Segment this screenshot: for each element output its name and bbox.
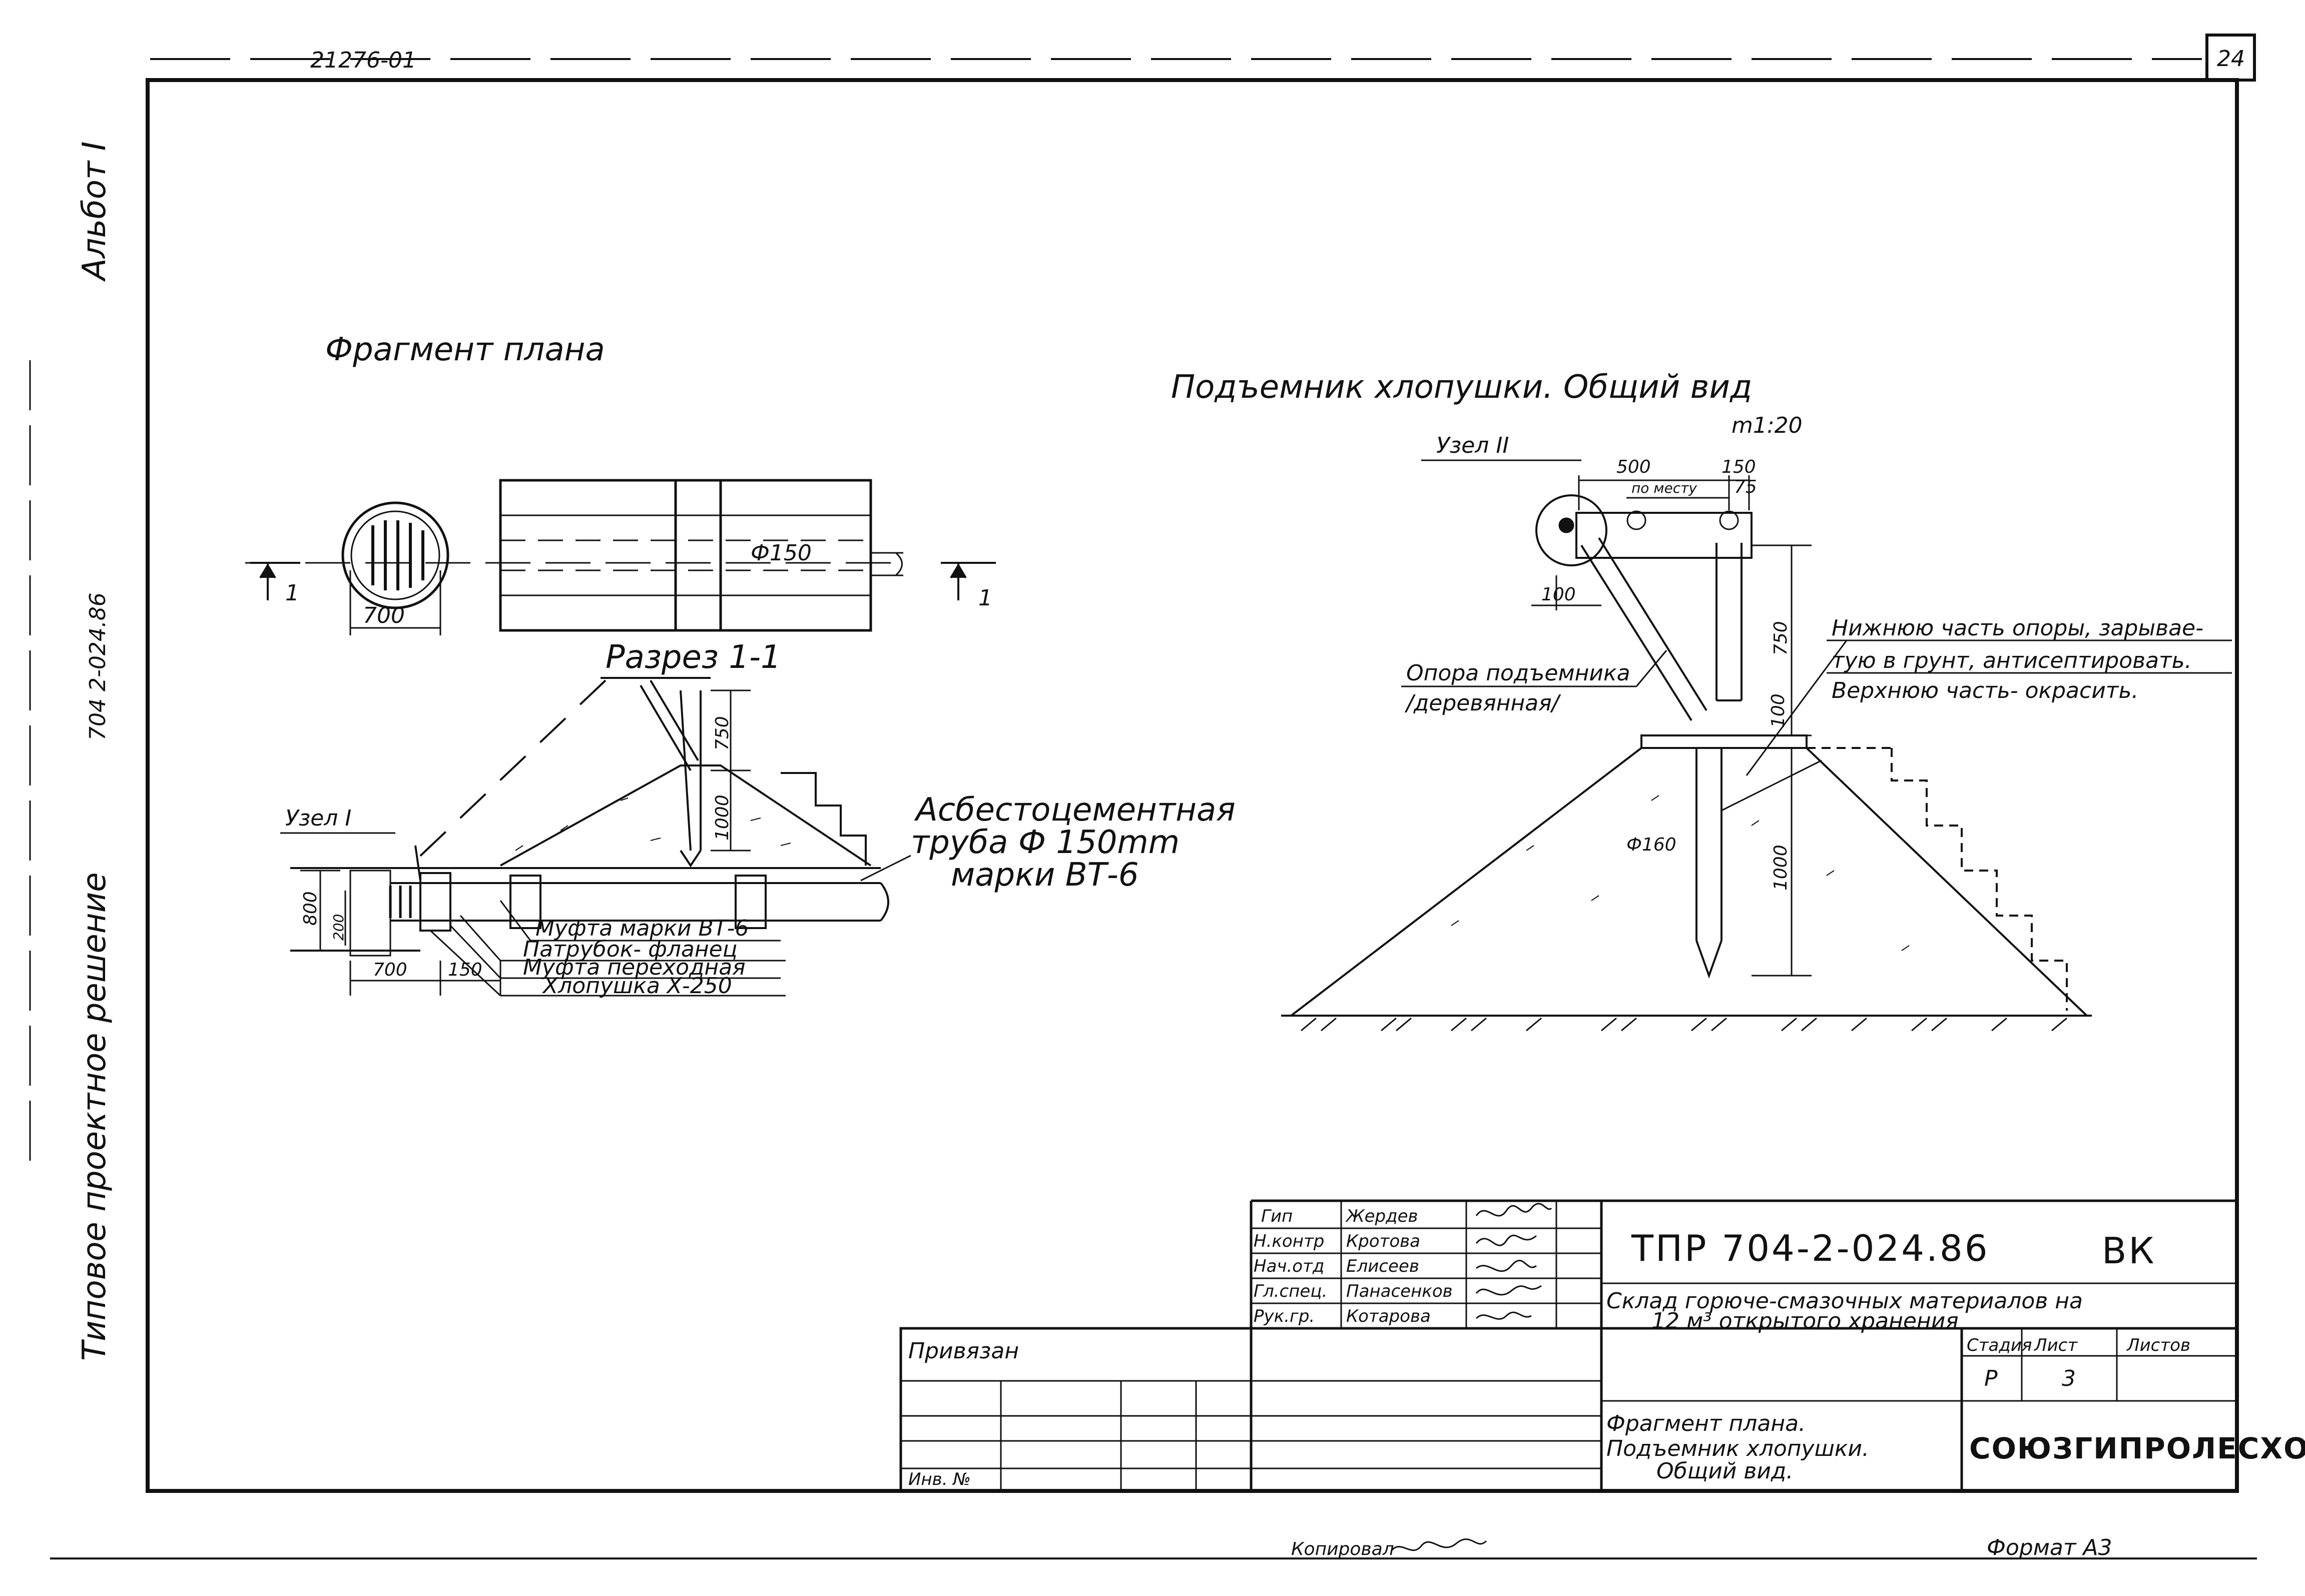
copied-by: Копировал [1291, 1539, 1394, 1559]
callout-adapter: Муфта переходная [523, 955, 746, 980]
plan-fragment-title: Фрагмент плана [325, 331, 605, 368]
project-name-line1: Склад горюче-смазочных материалов на [1606, 1288, 2083, 1314]
lifter-dim-500: 500 [1616, 457, 1651, 477]
plan-dim-700: 700 [363, 603, 405, 628]
section-mark-right [941, 562, 996, 600]
lifter-view: Подъемник хлопушки. Общий вид m1:20 Узел… [1171, 369, 2232, 1032]
copier-signature [1390, 1538, 1487, 1552]
section-callout-leaders [429, 855, 911, 997]
support-note-line2: /деревянная/ [1404, 690, 1561, 716]
type-label: Типовое проектное решение [76, 872, 113, 1361]
callout-flap: Хлопушка Х-250 [542, 973, 732, 999]
role-gip: Гип [1261, 1206, 1293, 1226]
support-note-line1: Опора подъемника [1406, 660, 1630, 686]
section-dim-700: 700 [373, 960, 407, 980]
section-dim-750: 750 [712, 716, 733, 750]
role-chief-spec: Гл.спец. [1254, 1281, 1327, 1301]
project-name-line2: 12 м³ открытого хранения [1651, 1308, 1959, 1334]
discipline-mark: ВК [2102, 1230, 2156, 1272]
lifter-dim-1000: 1000 [1771, 845, 1791, 891]
name-norm-control: Кротова [1346, 1231, 1420, 1251]
name-group-lead: Котарова [1346, 1306, 1431, 1326]
pipe-diameter-label: Ф150 [751, 540, 812, 566]
project-code: ТПР 704-2-024.86 [1631, 1227, 1990, 1269]
album-label: Альбот I [76, 141, 113, 282]
ground-hatching [1301, 1017, 2067, 1032]
section-title: Разрез 1-1 [606, 639, 781, 676]
inv-label: Инв. № [908, 1469, 971, 1489]
tied-label: Привязан [908, 1338, 1019, 1364]
callout-flange: Патрубок- фланец [523, 937, 738, 962]
section-dim-200: 200 [330, 914, 347, 941]
name-chief-spec: Панасенков [1346, 1281, 1453, 1301]
organization-name: СОЮЗГИПРОЛЕСХОЗ [1969, 1431, 2305, 1465]
section-1-1: Разрез 1-1 750 1000 [280, 639, 1236, 999]
lifter-dim-100: 100 [1768, 693, 1789, 728]
ground-note-line2: тую в грунт, антисептировать. [1832, 648, 2192, 673]
ground-note-line3: Верхнюю часть- окрасить. [1832, 678, 2138, 703]
sheet-value: 3 [2062, 1366, 2076, 1391]
section-mark-left-number: 1 [285, 580, 299, 606]
lifter-node-label: Узел II [1436, 433, 1509, 458]
pipe-note-line1: Асбестоцементная [914, 791, 1236, 829]
lifter-dim-100-left: 100 [1541, 584, 1576, 605]
page-number: 24 [2217, 46, 2245, 72]
callout-coupling: Муфта марки ВТ-6 [535, 916, 749, 941]
role-norm-control: Н.контр [1254, 1231, 1324, 1251]
drawing-name-line2: Подъемник хлопушки. [1606, 1436, 1869, 1461]
lifter-by-site: по месту [1631, 480, 1697, 496]
pipe-note-line2: труба Ф 150mm [911, 824, 1180, 861]
sheet-code: 21276-01 [310, 48, 416, 73]
name-dept-head: Елисеев [1346, 1256, 1419, 1276]
section-dim-1000: 1000 [712, 794, 733, 841]
stage-label: Стадия [1967, 1335, 2032, 1355]
section-node-label: Узел I [285, 806, 351, 831]
role-dept-head: Нач.отд [1254, 1256, 1324, 1276]
title-block [899, 1199, 2238, 1492]
section-dim-800: 800 [300, 891, 321, 926]
stage-value: Р [1984, 1366, 1998, 1391]
title-block-signatures [1475, 1203, 1552, 1320]
lifter-title: Подъемник хлопушки. Общий вид [1171, 369, 1752, 406]
drawing-name-line3: Общий вид. [1656, 1458, 1793, 1484]
sheets-label: Листов [2126, 1335, 2190, 1355]
plan-fragment: Фрагмент плана [245, 331, 996, 635]
lifter-scale: m1:20 [1732, 413, 1803, 438]
ground-note-line1: Нижнюю часть опоры, зарывае- [1832, 615, 2203, 641]
series-label: 704 2-024.86 [85, 592, 111, 740]
lifter-dim-150: 150 [1721, 457, 1756, 477]
name-gip: Жердев [1345, 1206, 1418, 1226]
drawing-name-line1: Фрагмент плана. [1606, 1411, 1806, 1436]
role-group-lead: Рук.гр. [1254, 1306, 1315, 1326]
format-label: Формат А3 [1987, 1535, 2112, 1560]
buried-pipe [290, 845, 889, 957]
lifter-dia-160: Ф160 [1626, 835, 1676, 855]
section-mark-right-number: 1 [978, 585, 992, 611]
pipe-note-line3: марки ВТ-6 [951, 857, 1139, 894]
lifter-dim-750: 750 [1771, 621, 1791, 655]
section-mark-left [250, 562, 300, 600]
sheet-label: Лист [2033, 1335, 2078, 1355]
lifter-dim-75: 75 [1734, 477, 1757, 497]
